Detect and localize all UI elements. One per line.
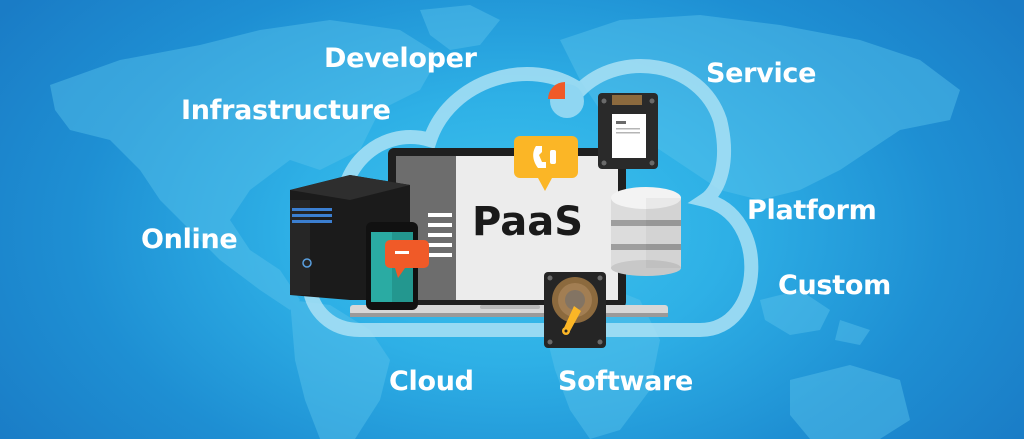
label-custom: Custom bbox=[778, 270, 891, 301]
database-icon bbox=[611, 187, 681, 276]
label-developer: Developer bbox=[324, 43, 477, 74]
label-infrastructure: Infrastructure bbox=[181, 95, 391, 126]
label-service: Service bbox=[706, 58, 817, 89]
label-online: Online bbox=[141, 224, 238, 255]
label-software: Software bbox=[558, 366, 694, 397]
chat-bubble-icon bbox=[385, 240, 429, 278]
hard-disk-icon bbox=[544, 272, 606, 348]
paas-title: PaaS bbox=[472, 199, 584, 245]
label-platform: Platform bbox=[747, 195, 877, 226]
label-cloud: Cloud bbox=[389, 366, 474, 397]
pie-chart-icon bbox=[548, 82, 584, 118]
phone-chat-bubble-icon bbox=[514, 136, 578, 191]
ssd-drive-icon bbox=[598, 93, 658, 169]
